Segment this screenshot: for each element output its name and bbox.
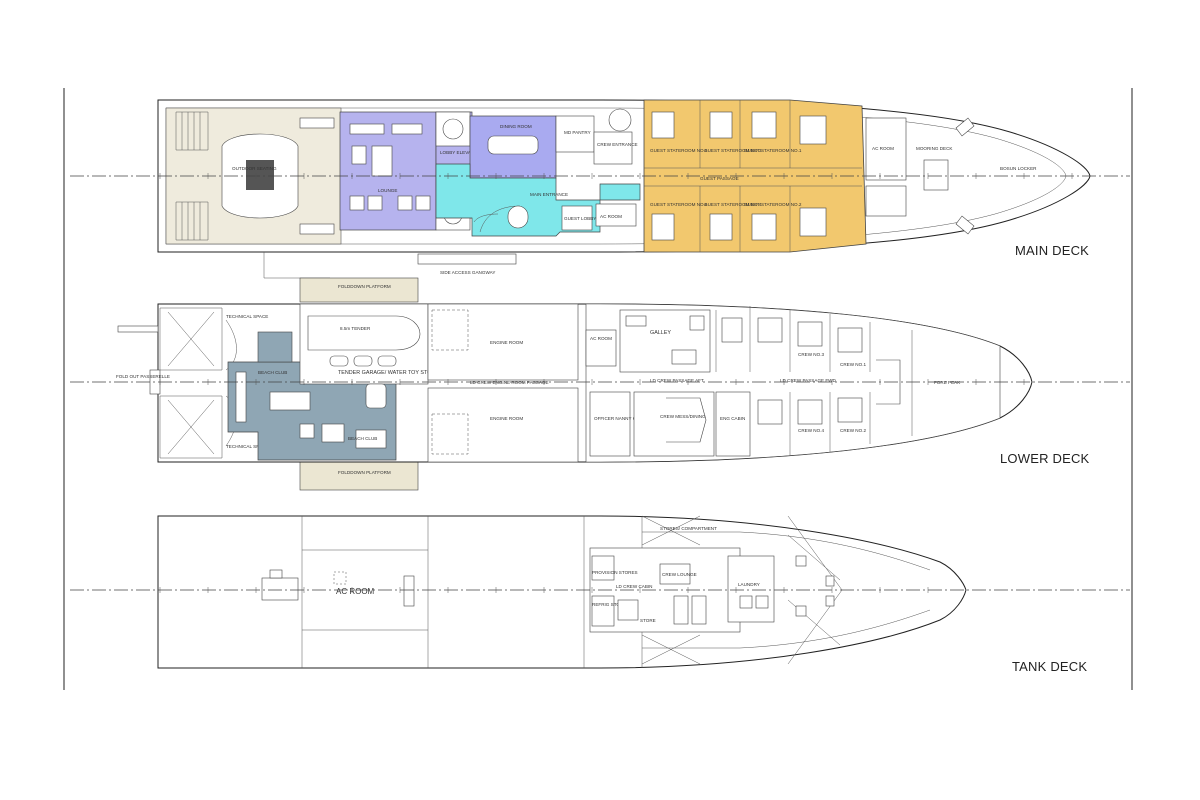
- laundry-label: LAUNDRY: [738, 582, 760, 587]
- fore-peak-label: FORE PEAK: [934, 380, 961, 385]
- lower-deck-label: LOWER DECK: [1000, 451, 1090, 466]
- tank-deck-label: TANK DECK: [1012, 659, 1087, 674]
- crew-passage-aft-label: LD CREW PASSAGE AFT: [650, 378, 704, 383]
- guest-lobby-label: GUEST LOBBY: [564, 216, 596, 221]
- gangway-note: SIDE ACCESS GANGWAY: [440, 270, 495, 275]
- technical-space-bottom-label: TECHNICAL SPACE: [226, 444, 268, 449]
- stores-compartment-label: STORES/ COMPARTMENT: [660, 526, 717, 531]
- stateroom-1-label: GUEST STATEROOM NO.1: [744, 148, 802, 153]
- refrig-stores-label: REFRIG STORES: [592, 602, 629, 607]
- main-deck-label: MAIN DECK: [1015, 243, 1089, 258]
- lounge-label: LOUNGE: [378, 188, 397, 193]
- officer-cabin-label: OFFICER NANNY CABIN: [594, 416, 647, 421]
- passerelle-label: FOLD OUT PASSERELLE: [116, 374, 170, 379]
- main-deck-plan: OUTDOOR SEATING LOUNGE LOBBY ELEVATOR DI…: [70, 99, 1130, 279]
- stateroom-3-label: GUEST STATEROOM NO.3: [704, 148, 762, 153]
- provision-stores-label: PROVISION STORES: [592, 570, 638, 575]
- store-label: STORE: [640, 618, 656, 623]
- crew-cabin-tank-label: LD CREW CABIN: [616, 584, 653, 589]
- tender-garage-label: TENDER GARAGE/ WATER TOY STORE: [338, 370, 439, 376]
- ac-room-main-label: AC ROOM: [600, 214, 622, 219]
- beach-club-top-label: BEACH CLUB: [258, 370, 287, 375]
- tank-deck-plan: AC ROOM PROVISION STORES REFRIG STORES L…: [70, 515, 1130, 674]
- crew-passage-fwd-label: LD CREW PASSAGE FWD: [780, 378, 836, 383]
- guest-passage-label: GUEST PASSAGE: [700, 176, 739, 181]
- aft-table: [246, 160, 274, 190]
- engine-room-bottom-label: ENGINE ROOM: [490, 416, 523, 421]
- galley-label: GALLEY: [650, 330, 671, 336]
- stateroom-2-label: GUEST STATEROOM NO.2: [744, 202, 802, 207]
- stateroom-5-label: GUEST STATEROOM NO.5: [650, 148, 708, 153]
- stateroom-6-label: GUEST STATEROOM NO.6: [650, 202, 708, 207]
- crew-mess-label: CREW MESS/DINING: [660, 414, 706, 419]
- technical-space-top-label: TECHNICAL SPACE: [226, 314, 268, 319]
- ac-room-tank-label: AC ROOM: [336, 587, 375, 596]
- dining-table: [487, 135, 539, 155]
- fold-platform-bottom-label: FOLDDOWN PLATFORM: [338, 470, 391, 475]
- stateroom-4-label: GUEST STATEROOM NO.4: [704, 202, 762, 207]
- crew-entrance-label: CREW ENTRANCE: [597, 142, 638, 147]
- crew-no2-label: CREW NO.2: [840, 428, 866, 433]
- mooring-deck-label: MOORING DECK: [916, 146, 953, 151]
- bosun-locker-label: BOSUN LOCKER: [1000, 166, 1037, 171]
- ac-room-lower-label: AC ROOM: [590, 336, 612, 341]
- md-pantry-label: MD PANTRY: [564, 130, 591, 135]
- crew-lounge-label: CREW LOUNGE: [662, 572, 697, 577]
- frame-ticks: [159, 173, 1073, 593]
- aft-outdoor-label: OUTDOOR SEATING: [232, 166, 277, 171]
- dining-room-label: DINING ROOM: [500, 124, 532, 129]
- crew-no3-label: CREW NO.3: [798, 352, 824, 357]
- tender-label: 8.5m TENDER: [340, 326, 371, 331]
- eng-cabin-label: ENG CABIN: [720, 416, 745, 421]
- fold-platform-top-label: FOLDDOWN PLATFORM: [338, 284, 391, 289]
- engine-room-top-label: ENGINE ROOM: [490, 340, 523, 345]
- lobby-elevator-label: LOBBY ELEVATOR: [440, 150, 481, 155]
- beach-club-bottom-label: BEACH CLUB: [348, 436, 377, 441]
- tender-boat: [307, 315, 421, 351]
- crew-no4-label: CREW NO.4: [798, 428, 824, 433]
- main-entrance-label: MAIN ENTRANCE: [530, 192, 568, 197]
- crew-no1-label: CREW NO.1: [840, 362, 866, 367]
- lower-deck-plan: FOLDDOWN PLATFORM FOLDDOWN PLATFORM FOLD…: [70, 277, 1130, 491]
- engine-passage-label: LD CREW ENGINE ROOM PASSAGE: [470, 380, 549, 385]
- ac-room-fwd-label: AC ROOM: [872, 146, 894, 151]
